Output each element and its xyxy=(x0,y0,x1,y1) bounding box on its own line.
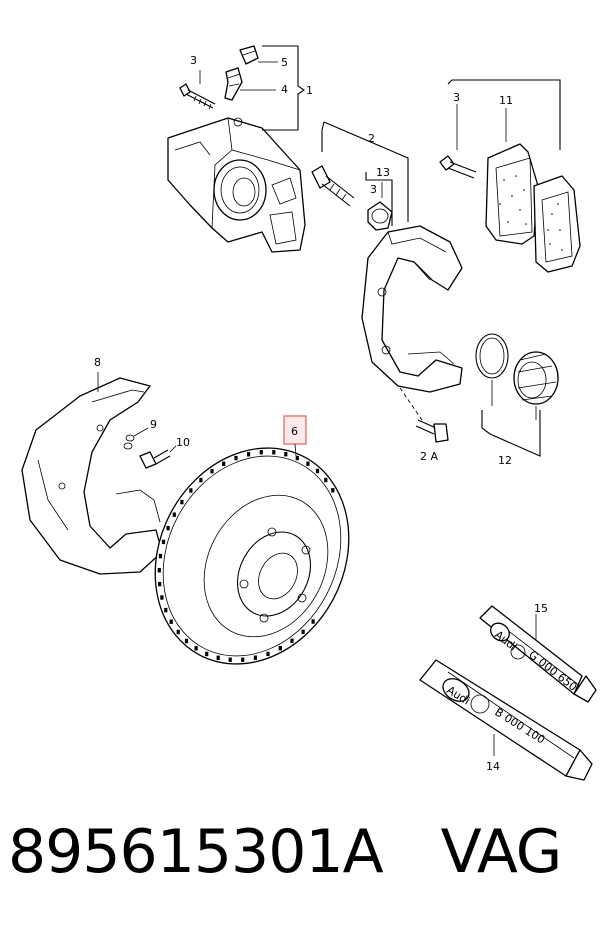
vent-slot xyxy=(184,638,189,644)
vent-slot xyxy=(241,657,245,662)
vent-slot xyxy=(324,477,328,483)
callout-12: 12 xyxy=(498,454,512,467)
bleeder-screw xyxy=(224,67,243,101)
splash-shield xyxy=(21,377,163,575)
vent-slot xyxy=(315,468,320,474)
vent-slot xyxy=(210,469,214,474)
callout-3-guide: 3 xyxy=(370,183,377,196)
callout-3-pad-bolt: 3 xyxy=(453,91,460,104)
disc-vent-marks xyxy=(157,450,335,662)
vent-slot xyxy=(278,646,282,651)
grease-tube-upper: Audi G 000 650 xyxy=(479,605,597,703)
brake-disc xyxy=(154,447,350,665)
guide-sleeve xyxy=(367,201,393,231)
brand-name: VAG xyxy=(440,817,563,887)
callout-8: 8 xyxy=(94,356,101,369)
grease-tube-lower: Audi B 000 100 xyxy=(419,659,593,781)
vent-slot xyxy=(158,581,162,587)
vent-slot xyxy=(189,488,193,493)
vent-slot xyxy=(199,477,203,483)
exploded-parts-diagram: Audi G 000 650 Audi B 000 100 3 5 4 1 2 … xyxy=(21,45,597,781)
callout-9: 9 xyxy=(150,418,157,431)
callout-10: 10 xyxy=(176,436,190,449)
washer xyxy=(123,434,135,450)
piston-seal-ring xyxy=(475,333,509,379)
dust-cap xyxy=(239,45,259,65)
vent-slot xyxy=(272,450,276,455)
vent-slot xyxy=(205,651,209,657)
vent-slot xyxy=(166,525,170,531)
vent-slot xyxy=(160,595,164,600)
vent-slot xyxy=(222,461,226,466)
vent-slot xyxy=(158,553,163,559)
vent-slot xyxy=(266,651,270,657)
vent-slot xyxy=(180,499,184,505)
vent-slot xyxy=(234,455,238,461)
callout-3-caliper-bolt: 3 xyxy=(190,54,197,67)
brake-caliper xyxy=(167,117,306,253)
vent-slot xyxy=(157,568,161,573)
brace-1 xyxy=(262,45,305,131)
caliper-carrier xyxy=(361,225,463,393)
vent-slot xyxy=(306,461,310,466)
vent-slot xyxy=(284,452,288,457)
callout-4: 4 xyxy=(281,83,288,96)
shield-bolt xyxy=(139,449,171,469)
vent-slot xyxy=(259,450,263,455)
callout-1: 1 xyxy=(306,84,313,97)
callout-5: 5 xyxy=(281,56,288,69)
vent-slot xyxy=(176,629,180,635)
vent-slot xyxy=(228,657,232,662)
carrier-bolt xyxy=(415,419,449,443)
caliper-bolt xyxy=(179,83,216,110)
callout-14: 14 xyxy=(486,760,500,773)
callout-2a: 2 A xyxy=(420,450,438,463)
callout-2: 2 xyxy=(368,132,375,145)
vent-slot xyxy=(290,638,294,643)
part-number: 895615301A xyxy=(8,817,384,887)
callout-11: 11 xyxy=(499,94,513,107)
footer: 895615301A VAG xyxy=(8,812,592,892)
vent-slot xyxy=(331,488,335,493)
vent-slot xyxy=(311,619,315,624)
vent-slot xyxy=(161,539,166,545)
callout-15: 15 xyxy=(534,602,548,615)
vent-slot xyxy=(295,455,299,461)
vent-slot xyxy=(301,629,305,635)
vent-slot xyxy=(169,619,173,624)
callout-13: 13 xyxy=(376,166,390,179)
guide-bolt xyxy=(311,165,355,207)
callout-6: 6 xyxy=(291,425,298,438)
pad-bolt xyxy=(439,155,477,179)
vent-slot xyxy=(194,646,198,651)
brake-pads xyxy=(485,143,581,273)
vent-slot xyxy=(172,512,176,517)
vent-slot xyxy=(164,607,168,613)
piston-boot xyxy=(513,351,559,405)
vent-slot xyxy=(253,655,257,660)
vent-slot xyxy=(247,452,251,457)
vent-slot xyxy=(216,655,220,660)
